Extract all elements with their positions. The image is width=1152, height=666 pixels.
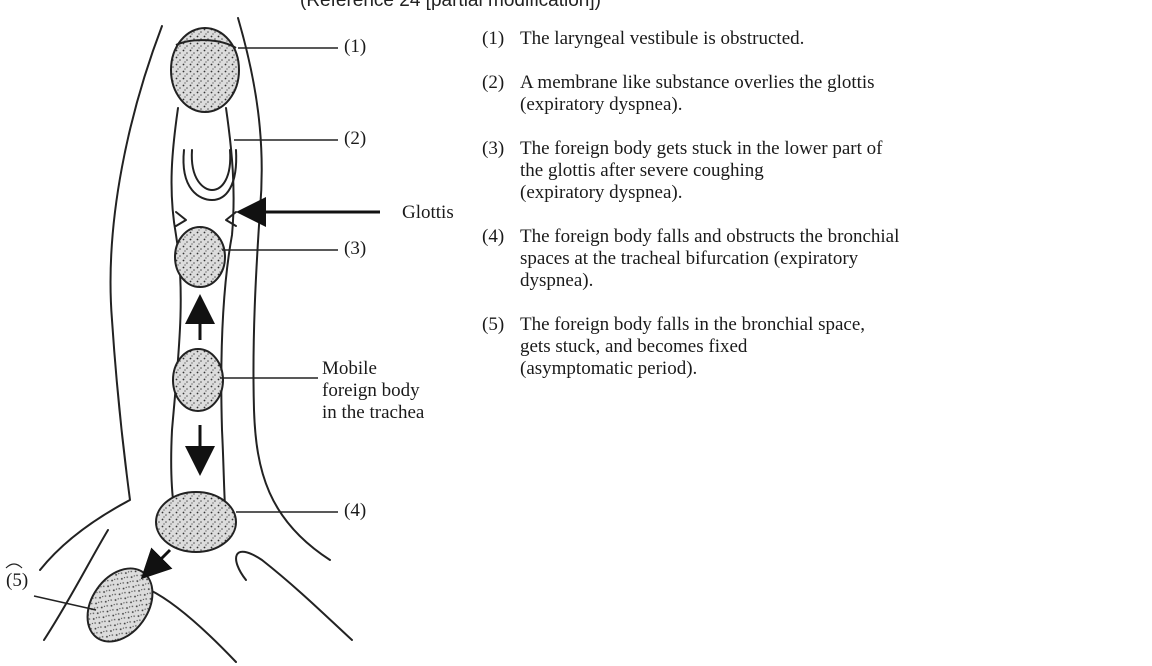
description-list: (1) The laryngeal vestibule is obstructe… <box>482 28 1147 402</box>
description-number: (4) <box>482 226 520 292</box>
label-5: (5) <box>6 570 28 592</box>
description-item: (1) The laryngeal vestibule is obstructe… <box>482 28 1147 50</box>
description-number: (5) <box>482 314 520 380</box>
description-number: (1) <box>482 28 520 50</box>
right-bronchus-wall <box>150 590 236 662</box>
description-text: The foreign body gets stuck in the lower… <box>520 138 882 204</box>
description-text: The laryngeal vestibule is obstructed. <box>520 28 804 50</box>
description-number: (3) <box>482 138 520 204</box>
description-text: The foreign body falls and obstructs the… <box>520 226 899 292</box>
arrow-diag <box>145 550 170 575</box>
label-1: (1) <box>344 36 366 58</box>
label-glottis: Glottis <box>402 202 454 224</box>
foreign-body-4 <box>156 492 236 552</box>
left-airway-wall <box>40 26 162 570</box>
foreign-body-5 <box>74 556 166 654</box>
bifurcation-wall <box>236 552 352 640</box>
inner-left-wall <box>171 108 181 520</box>
description-number: (2) <box>482 72 520 116</box>
description-item: (4) The foreign body falls and obstructs… <box>482 226 1147 292</box>
leader-5 <box>34 596 96 610</box>
right-airway-wall <box>238 18 330 560</box>
foreign-body-mobile <box>173 349 223 411</box>
label-mobile-foreign-body: Mobile foreign body in the trachea <box>322 358 424 424</box>
glottis-folds <box>176 212 236 226</box>
description-item: (5) The foreign body falls in the bronch… <box>482 314 1147 380</box>
description-text: The foreign body falls in the bronchial … <box>520 314 865 380</box>
label-4: (4) <box>344 500 366 522</box>
label-2: (2) <box>344 128 366 150</box>
description-item: (3) The foreign body gets stuck in the l… <box>482 138 1147 204</box>
label-5-arc <box>6 564 22 568</box>
description-text: A membrane like substance overlies the g… <box>520 72 875 116</box>
foreign-body-3 <box>175 227 225 287</box>
inner-right-wall <box>221 108 233 522</box>
label-3: (3) <box>344 238 366 260</box>
description-item: (2) A membrane like substance overlies t… <box>482 72 1147 116</box>
